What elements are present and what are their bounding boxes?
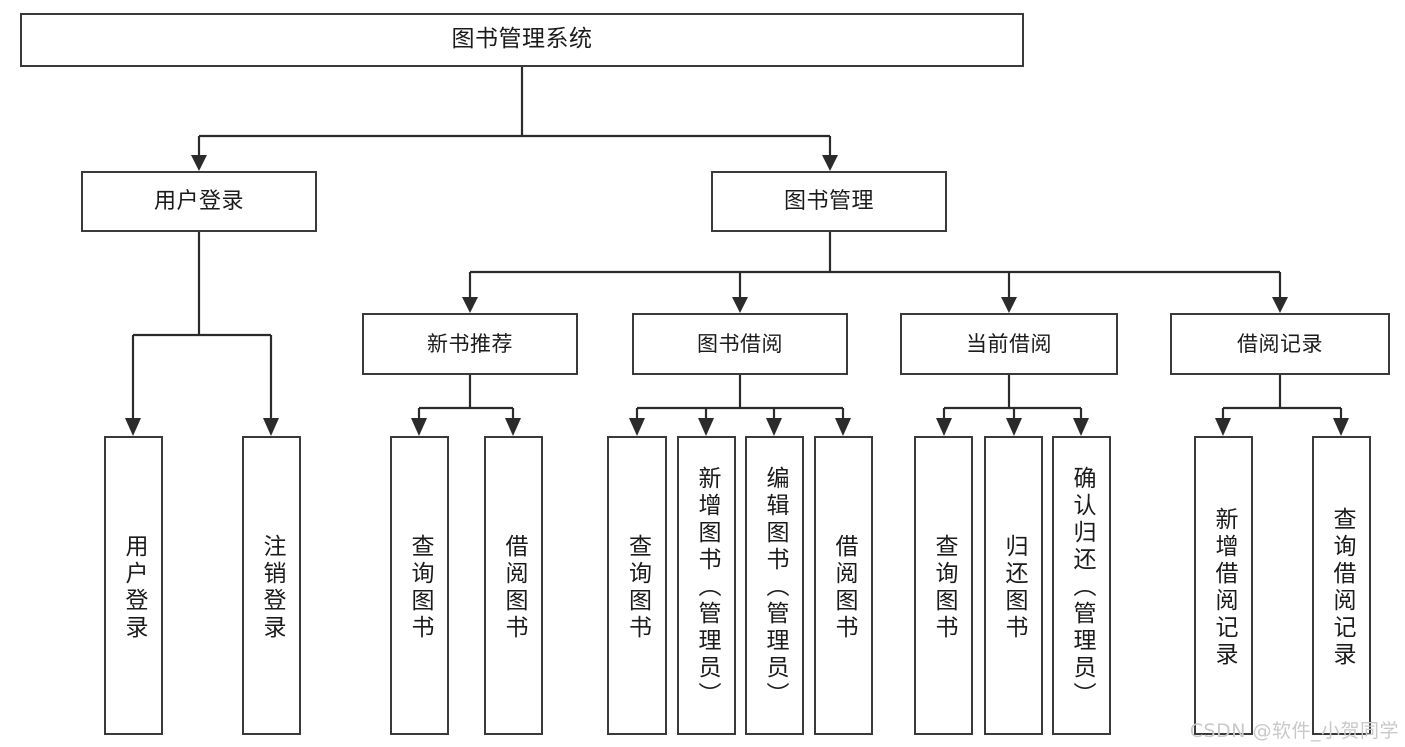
- arrowhead-cb-leaf-2: [1006, 418, 1022, 436]
- arrowhead-leaf-logout: [263, 418, 279, 436]
- arrowhead-cb-leaf-1: [936, 418, 952, 436]
- node-label: 借阅图书: [501, 533, 527, 642]
- arrowhead-user-login: [191, 155, 207, 171]
- node-label: 归还图书: [1001, 533, 1027, 642]
- node-book-borrow[interactable]: 图书借阅: [632, 313, 848, 375]
- arrowhead-book-borrow: [732, 297, 748, 313]
- node-label: 当前借阅: [966, 331, 1052, 356]
- arrowhead-leaf-user-login: [125, 418, 141, 436]
- node-label: 图书管理: [783, 188, 874, 214]
- node-label: 查询图书: [407, 533, 433, 642]
- node-user-login[interactable]: 用户登录: [81, 171, 317, 232]
- leaf-borrowrecord-query-record[interactable]: 查询借阅记录: [1312, 436, 1371, 735]
- arrowhead-nb-leaf-1: [411, 418, 427, 436]
- node-label: 图书管理系统: [451, 26, 593, 53]
- arrowhead-cb-leaf-3: [1073, 418, 1089, 436]
- arrowhead-bb-leaf-4: [835, 418, 851, 436]
- arrowhead-current-borrow: [1001, 297, 1017, 313]
- leaf-bookborrow-borrow-book[interactable]: 借阅图书: [814, 436, 873, 735]
- leaf-currentborrow-query-book[interactable]: 查询图书: [914, 436, 973, 735]
- arrowhead-br-leaf-1: [1215, 418, 1231, 436]
- node-label: 查询图书: [931, 533, 957, 642]
- node-label: 查询图书: [624, 533, 651, 642]
- leaf-bookborrow-edit-book[interactable]: 编辑图书（管理员）: [745, 436, 804, 735]
- node-label: 注销登录: [259, 533, 285, 642]
- node-label: 确认归还（管理员）: [1069, 466, 1095, 709]
- node-label: 编辑图书（管理员）: [762, 466, 788, 709]
- arrowhead-nb-leaf-2: [505, 418, 521, 436]
- arrowhead-bb-leaf-2: [698, 418, 714, 436]
- node-new-book-recommend[interactable]: 新书推荐: [362, 313, 578, 375]
- arrowhead-book-mgmt: [822, 155, 838, 171]
- node-borrow-record[interactable]: 借阅记录: [1170, 313, 1390, 375]
- node-label: 新增借阅记录: [1211, 506, 1237, 669]
- leaf-bookborrow-add-book[interactable]: 新增图书（管理员）: [677, 436, 736, 735]
- node-root-system[interactable]: 图书管理系统: [20, 13, 1024, 67]
- leaf-newbook-query-book[interactable]: 查询图书: [390, 436, 449, 735]
- node-label: 图书借阅: [697, 331, 783, 356]
- leaf-newbook-borrow-book[interactable]: 借阅图书: [484, 436, 543, 735]
- leaf-user-login[interactable]: 用户登录: [104, 436, 163, 735]
- node-book-management[interactable]: 图书管理: [711, 171, 947, 232]
- leaf-bookborrow-query-book[interactable]: 查询图书: [607, 436, 667, 735]
- node-label: 新书推荐: [427, 331, 513, 356]
- leaf-borrowrecord-add-record[interactable]: 新增借阅记录: [1194, 436, 1253, 735]
- node-label: 用户登录: [121, 533, 147, 642]
- node-label: 查询借阅记录: [1329, 506, 1355, 669]
- arrowhead-bb-leaf-1: [629, 418, 645, 436]
- csdn-watermark: CSDN @软件_小贺同学: [1189, 720, 1399, 742]
- arrowhead-br-leaf-2: [1333, 418, 1349, 436]
- node-label: 借阅图书: [831, 533, 857, 642]
- leaf-currentborrow-return-book[interactable]: 归还图书: [984, 436, 1043, 735]
- node-label: 新增图书（管理员）: [694, 466, 720, 709]
- node-label: 用户登录: [153, 188, 244, 214]
- leaf-logout[interactable]: 注销登录: [242, 436, 301, 735]
- leaf-currentborrow-confirm-return[interactable]: 确认归还（管理员）: [1052, 436, 1111, 735]
- node-label: 借阅记录: [1237, 331, 1323, 356]
- arrowhead-bb-leaf-3: [766, 418, 782, 436]
- node-current-borrow[interactable]: 当前借阅: [900, 313, 1118, 375]
- arrowhead-new-book: [462, 297, 478, 313]
- arrowhead-borrow-record: [1272, 297, 1288, 313]
